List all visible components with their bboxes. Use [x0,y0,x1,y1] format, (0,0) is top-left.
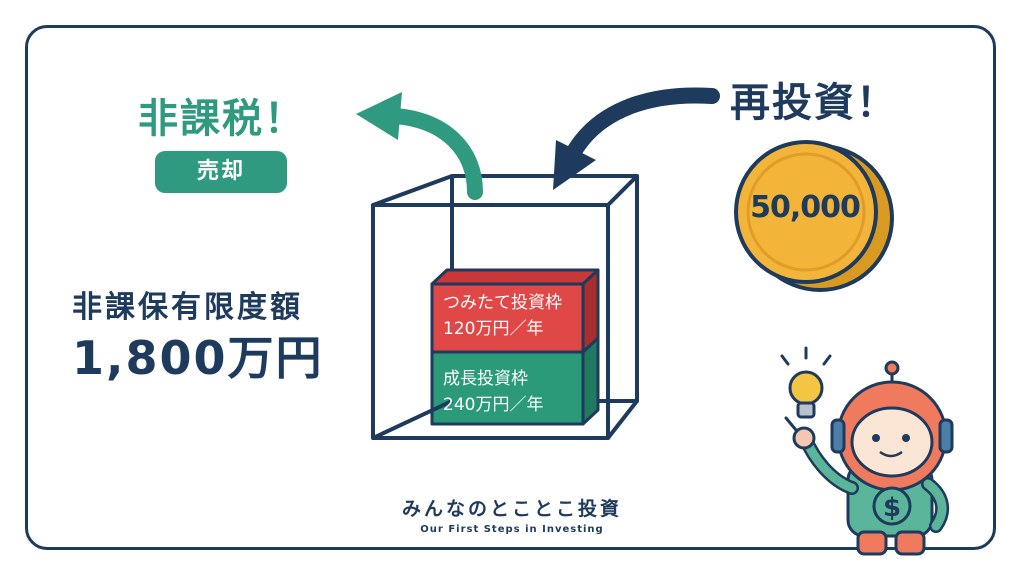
holding-limit-title: 非課保有限度額 [72,290,303,325]
curved-arrow-out-icon [356,92,483,200]
tsumitate-block-name: つみたて投資枠 [443,293,562,313]
tsumitate-block-amount: 120万円／年 [443,319,544,339]
curved-arrow-in-icon [553,87,720,190]
reinvest-label: 再投資！ [730,80,898,126]
tsumitate-block [430,282,585,354]
tsumitate-block-top [430,268,600,286]
tax-free-label: 非課税！ [138,96,306,142]
coin-amount: 50,000 [750,190,861,225]
svg-text:$: $ [883,493,901,523]
brand-tagline: Our First Steps in Investing [420,524,604,535]
growth-block-amount: 240万円／年 [443,395,544,415]
tsumitate-block-side [581,268,600,354]
outer-frame [25,25,996,550]
sell-badge: 売却 [155,151,287,193]
holding-limit-value: 1,800万円 [72,331,324,385]
coin-icon [734,140,894,292]
lightbulb-icon [780,346,832,419]
investment-blocks [430,268,600,426]
robot-mascot-icon: $ [784,360,954,556]
brand-name: みんなのとことこ投資 [401,498,622,520]
growth-block-name: 成長投資枠 [443,369,528,389]
box-front-frame [371,203,639,440]
